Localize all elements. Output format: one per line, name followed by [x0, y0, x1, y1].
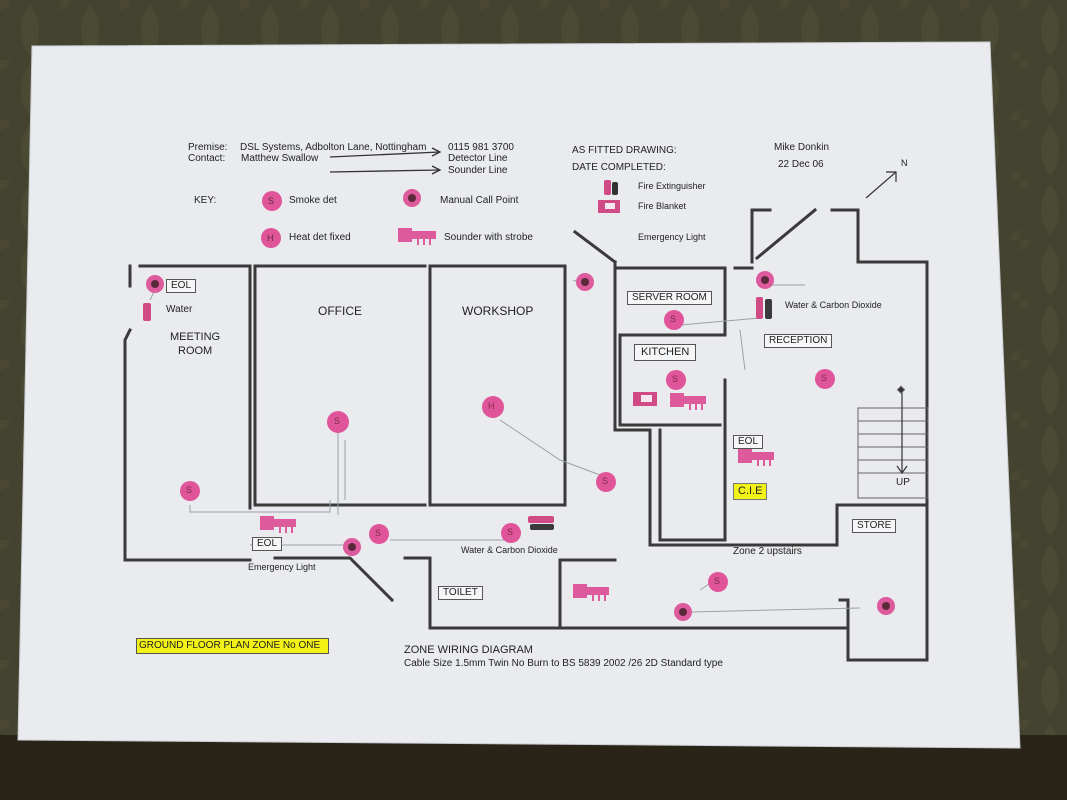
emergency-light-label: Emergency Light: [248, 562, 316, 572]
north-label: N: [901, 158, 908, 168]
room-store: STORE: [852, 519, 897, 533]
key-fire-extinguisher: Fire Extinguisher: [638, 181, 706, 191]
stairs: [857, 385, 929, 499]
room-office: OFFICE: [318, 304, 362, 318]
as-fitted-label: AS FITTED DRAWING:: [572, 145, 677, 156]
fire-blanket-icons: [598, 200, 657, 406]
water-co2-workshop: Water & Carbon Dioxide: [461, 545, 558, 555]
water-label: Water: [166, 304, 193, 315]
smoke-det-kitchen: S: [672, 374, 679, 384]
cable-size-note: Cable Size 1.5mm Twin No Burn to BS 5839…: [404, 658, 723, 669]
room-meeting-line2: ROOM: [178, 345, 213, 357]
room-reception: RECEPTION: [764, 334, 833, 348]
eol-meeting: EOL: [166, 279, 197, 293]
premise-value: DSL Systems, Adbolton Lane, Nottingham: [240, 142, 427, 153]
smoke-det-reception: S: [821, 373, 828, 383]
wiring: [149, 279, 861, 613]
smoke-det-corridor-1: S: [375, 528, 382, 538]
zone2-label: Zone 2 upstairs: [733, 546, 802, 557]
key-manual-call-point: Manual Call Point: [440, 195, 519, 206]
north-arrow: [865, 171, 897, 199]
zone-wiring-title: ZONE WIRING DIAGRAM: [404, 644, 533, 656]
eol-reception: EOL: [733, 435, 764, 449]
date-completed-label: DATE COMPLETED:: [572, 162, 666, 173]
detector-line-label: Detector Line: [448, 153, 508, 164]
sounder-symbols: [260, 228, 774, 601]
stairs-up-label: UP: [896, 477, 910, 488]
key-heat-symbol: H: [267, 233, 274, 243]
key-heat-det: Heat det fixed: [289, 232, 351, 243]
smoke-det-hall: S: [714, 576, 721, 586]
walls: [123, 207, 929, 662]
smoke-det-office: S: [334, 416, 341, 426]
room-meeting-line1: MEETING: [170, 331, 221, 343]
room-server: SERVER ROOM: [627, 291, 712, 305]
key-sounder: Sounder with strobe: [444, 232, 533, 243]
heat-det-workshop: H: [488, 401, 495, 411]
smoke-det-corridor-3: S: [602, 476, 609, 486]
key-smoke-det: Smoke det: [289, 195, 337, 206]
manual-call-points: [146, 189, 895, 621]
contact-label: Contact:: [188, 153, 226, 164]
cie-panel: C.I.E: [733, 483, 768, 500]
premise-label: Premise:: [188, 142, 228, 153]
legend-arrows: [329, 147, 442, 175]
as-fitted-value: Mike Donkin: [774, 142, 830, 153]
key-emergency-light: Emergency Light: [638, 232, 706, 242]
smoke-det-corridor-2: S: [507, 527, 514, 537]
key-fire-blanket: Fire Blanket: [638, 201, 687, 211]
contact-value: Matthew Swallow: [241, 153, 319, 164]
detector-symbols: [180, 191, 835, 592]
ground-floor-title: GROUND FLOOR PLAN ZONE No ONE: [136, 638, 330, 654]
smoke-det-meeting: S: [186, 485, 193, 495]
key-label: KEY:: [194, 195, 217, 206]
smoke-det-server: S: [670, 314, 677, 324]
eol-office: EOL: [252, 537, 283, 551]
room-workshop: WORKSHOP: [462, 304, 534, 318]
key-smoke-symbol: S: [268, 196, 275, 206]
water-co2-reception: Water & Carbon Dioxide: [785, 300, 882, 310]
sounder-line-label: Sounder Line: [448, 165, 508, 176]
date-completed-value: 22 Dec 06: [778, 159, 824, 170]
room-kitchen: KITCHEN: [634, 344, 697, 361]
extinguisher-icons: [143, 180, 772, 530]
room-toilet: TOILET: [438, 586, 483, 600]
phone-number: 0115 981 3700: [448, 142, 514, 153]
